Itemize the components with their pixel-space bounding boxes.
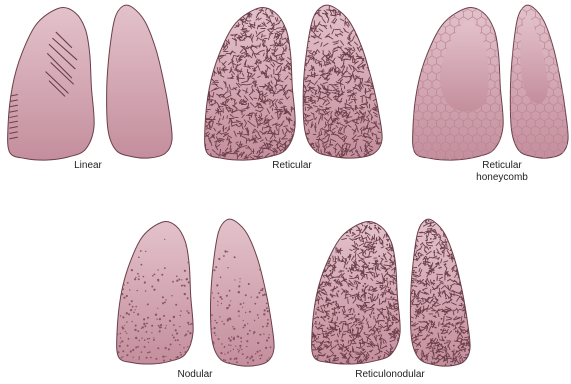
caption-linear-text: Linear xyxy=(74,160,102,171)
left-lung xyxy=(8,7,95,160)
pattern-reticular xyxy=(203,5,384,162)
caption-nodular-text: Nodular xyxy=(177,369,212,380)
right-lung xyxy=(406,218,472,367)
honeycomb-markings xyxy=(413,8,503,160)
right-lung xyxy=(297,5,384,160)
left-lung xyxy=(413,7,504,160)
left-lung xyxy=(203,5,296,162)
caption-reticular-text: Reticular xyxy=(272,160,311,171)
pattern-reticulonodular xyxy=(310,218,472,367)
caption-honeycomb-line1: Reticular xyxy=(466,160,538,172)
left-lung xyxy=(116,221,194,364)
caption-linear: Linear xyxy=(58,160,118,172)
caption-nodular: Nodular xyxy=(165,369,225,381)
caption-honeycomb-line2: honeycomb xyxy=(466,172,538,184)
caption-reticulonodular: Reticulonodular xyxy=(340,369,440,381)
right-lung xyxy=(107,5,173,158)
pattern-nodular xyxy=(116,219,274,366)
right-lung xyxy=(508,5,568,158)
left-lung xyxy=(310,220,401,365)
caption-reticulonodular-text: Reticulonodular xyxy=(355,369,425,380)
caption-reticular-honeycomb: Reticular honeycomb xyxy=(466,160,538,184)
pattern-linear xyxy=(8,5,173,160)
honeycomb-markings xyxy=(508,6,568,158)
right-lung xyxy=(207,219,274,366)
caption-reticular: Reticular xyxy=(262,160,322,172)
pattern-reticular-honeycomb xyxy=(413,5,569,160)
